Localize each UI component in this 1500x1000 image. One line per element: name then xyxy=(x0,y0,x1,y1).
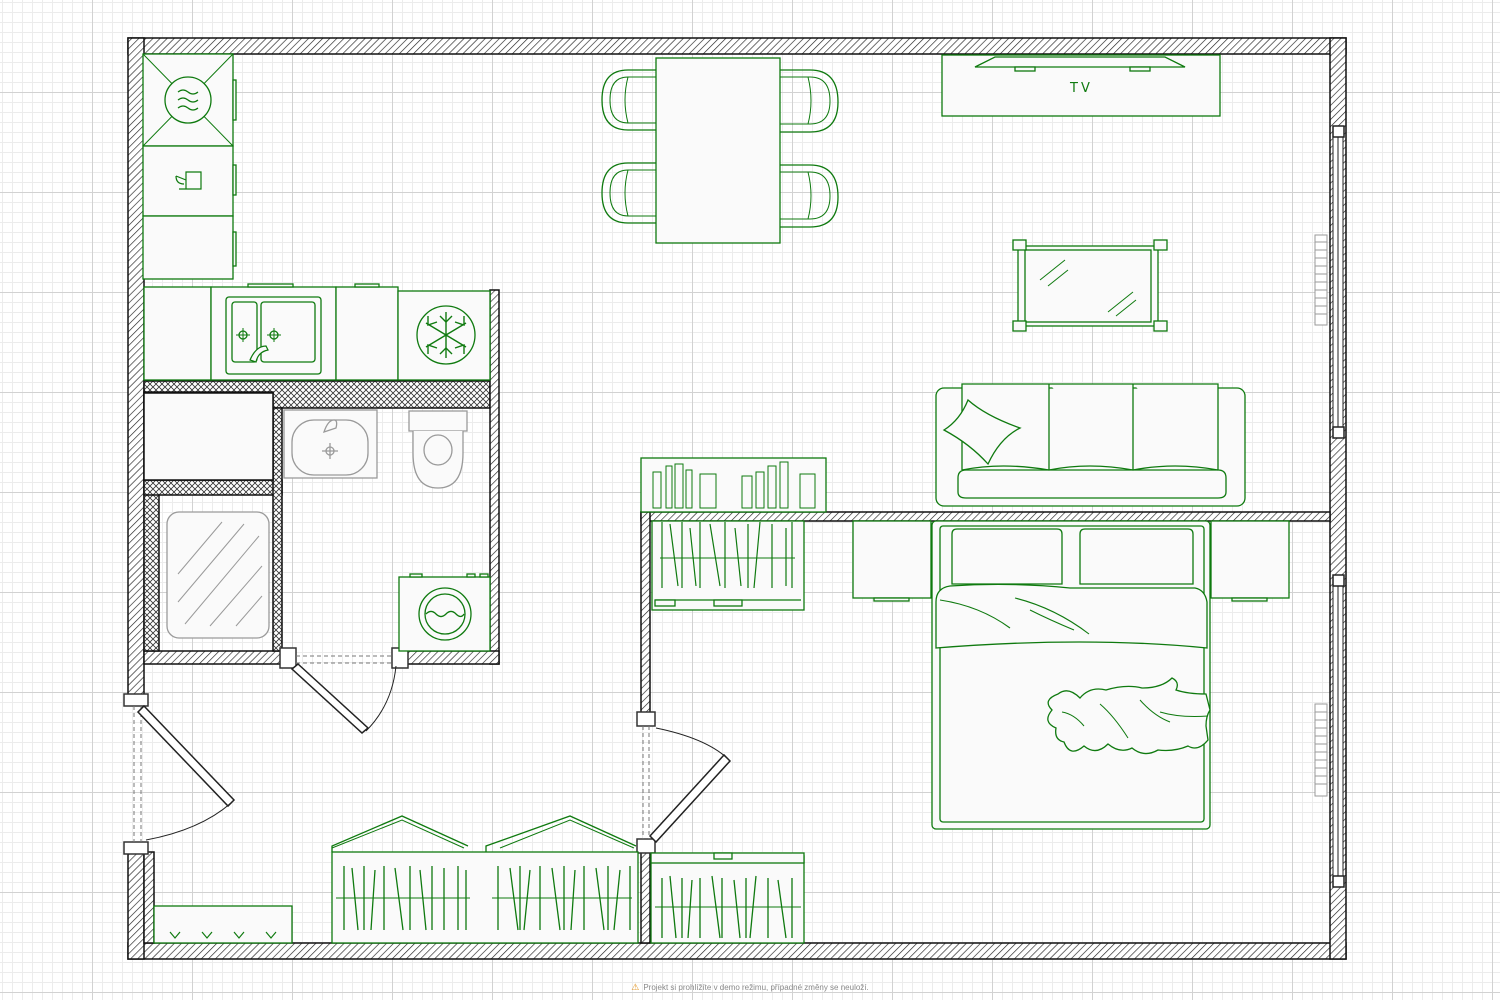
wall-bath-bottom-left xyxy=(143,650,283,665)
dining-table[interactable] xyxy=(655,57,781,244)
faucet-icon xyxy=(249,345,269,363)
entrance-door-jamb-bottom xyxy=(123,841,149,855)
dishwasher-icon xyxy=(175,171,202,190)
bed[interactable] xyxy=(931,520,1211,830)
tv-screen xyxy=(974,56,1186,68)
wall-left-lower-inner xyxy=(143,851,155,944)
radiator-living xyxy=(1314,234,1328,326)
shower-tray[interactable] xyxy=(166,511,270,639)
wall-bedroom-left-upper xyxy=(640,511,651,721)
openings xyxy=(123,125,1345,888)
wall-bottom xyxy=(127,942,1347,960)
water-wave-icon xyxy=(425,610,465,618)
duvet xyxy=(935,583,1208,649)
entrance-door-jamb-top xyxy=(123,693,149,707)
bedroom-door-jamb-top xyxy=(636,711,656,727)
nightstand-right[interactable] xyxy=(1210,520,1290,599)
bathroom-fixtures xyxy=(166,409,468,639)
radiator-bedroom xyxy=(1314,703,1328,797)
entrance-door-swing xyxy=(145,802,232,841)
wall-bath-bottom-right xyxy=(404,650,500,665)
tv-label: TV xyxy=(1069,81,1093,96)
demo-notice: ⚠ Projekt si prohlížíte v demo režimu, p… xyxy=(0,980,1500,994)
bath-door-jamb-left xyxy=(279,647,297,669)
oven-icon xyxy=(177,89,199,111)
wall-left-upper xyxy=(127,37,145,697)
washing-machine[interactable] xyxy=(398,573,491,652)
sink-drain-icon xyxy=(236,328,281,342)
bedroom-door-jamb-bottom xyxy=(636,838,656,854)
wall-shower-top xyxy=(143,479,283,496)
shoe-rack[interactable] xyxy=(153,905,293,944)
chair-left-top[interactable] xyxy=(601,69,656,131)
bookshelf-bedroom[interactable] xyxy=(651,520,805,611)
wall-bath-right xyxy=(489,289,500,665)
wall-shower-left xyxy=(143,479,160,652)
kitchen-counter[interactable] xyxy=(143,283,491,381)
walls xyxy=(127,37,1347,960)
chair-left-bottom[interactable] xyxy=(601,162,656,224)
wall-top xyxy=(127,37,1347,55)
coffee-table[interactable] xyxy=(1012,239,1168,332)
storage-cabinet[interactable] xyxy=(143,392,274,481)
nightstand-left[interactable] xyxy=(852,520,932,599)
bedroom-door-swing xyxy=(655,727,728,759)
snowflake-icon xyxy=(425,312,467,358)
tv-console[interactable]: TV xyxy=(941,54,1221,117)
basin-tap-icon xyxy=(322,419,338,434)
wall-shower-right xyxy=(272,407,283,652)
entrance-door-leaf[interactable] xyxy=(136,704,236,808)
blanket xyxy=(1047,677,1211,755)
pillow-left xyxy=(951,528,1063,585)
shower-hatch-icon xyxy=(177,521,263,627)
sofa[interactable] xyxy=(935,383,1246,507)
bath-door-leaf[interactable] xyxy=(290,663,370,734)
demo-notice-text: Projekt si prohlížíte v demo režimu, pří… xyxy=(643,982,869,992)
wall-left-lower xyxy=(127,845,145,960)
wardrobe-hall[interactable] xyxy=(331,815,639,944)
bath-door-swing xyxy=(365,665,397,732)
chair-right-top[interactable] xyxy=(780,69,839,133)
toilet[interactable] xyxy=(408,410,468,432)
furniture: TV xyxy=(142,53,1290,944)
dining-set[interactable] xyxy=(601,57,839,244)
kitchen-upper-column[interactable] xyxy=(142,53,237,280)
wall-bedroom-top xyxy=(640,511,1331,522)
bookshelf-living[interactable] xyxy=(640,457,827,513)
wall-bedroom-left-lower xyxy=(640,842,651,944)
bedroom-door-leaf[interactable] xyxy=(648,753,732,844)
wardrobe-bedroom[interactable] xyxy=(650,852,805,944)
warning-icon: ⚠ xyxy=(631,981,640,992)
cushion xyxy=(942,398,1022,466)
pillow-right xyxy=(1079,528,1194,585)
chair-right-bottom[interactable] xyxy=(780,164,839,228)
